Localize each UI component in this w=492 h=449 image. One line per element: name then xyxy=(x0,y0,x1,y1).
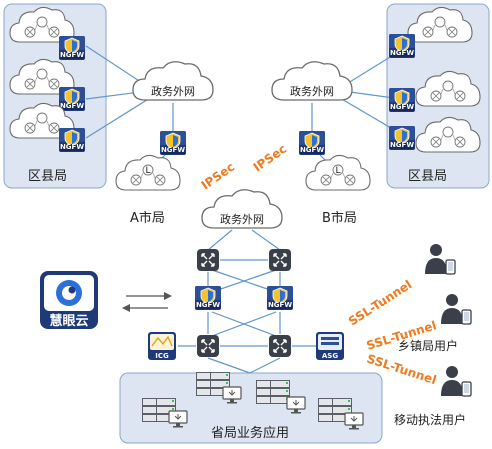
network-links xyxy=(85,45,409,374)
city-a-label: A市局 xyxy=(130,210,165,226)
ngfw-tag: NGFW xyxy=(268,301,292,309)
province-servers: 省局业务应用 xyxy=(142,372,364,441)
province-apps-label: 省局业务应用 xyxy=(211,425,289,441)
left-district-label: 区县局 xyxy=(28,169,67,184)
ipsec-left-label: IPSec xyxy=(199,160,237,193)
router-tag: L xyxy=(335,166,340,176)
mobile-users-label: 移动执法用户 xyxy=(394,412,466,427)
gov-net-center-label: 政务外网 xyxy=(220,212,264,226)
asg-device: ASG xyxy=(316,332,344,360)
ngfw-tag: NGFW xyxy=(196,301,220,309)
icg-tag: ICG xyxy=(155,352,169,360)
ngfw-tag: NGFW xyxy=(60,51,84,59)
gov-net-right-label: 政务外网 xyxy=(290,84,334,98)
ngfw-tag: NGFW xyxy=(390,103,414,111)
gov-net-left-label: 政务外网 xyxy=(151,84,195,98)
city-b-label: B市局 xyxy=(322,210,357,226)
city-a-network: L A市局 xyxy=(115,154,181,226)
remote-users: 乡镇局用户 移动执法用户 xyxy=(394,243,472,427)
router-tag: L xyxy=(145,166,150,176)
ngfw-tag: NGFW xyxy=(390,49,414,57)
gov-net-cloud-left: 政务外网 xyxy=(132,61,214,101)
right-district-label: 区县局 xyxy=(408,169,447,184)
gov-net-cloud-right: 政务外网 xyxy=(271,61,353,101)
icg-device: ICG xyxy=(148,332,176,360)
ngfw-tag: NGFW xyxy=(161,146,185,154)
city-b-network: L B市局 xyxy=(305,154,371,226)
ipsec-right-label: IPSec xyxy=(251,142,289,175)
core-network: NGFW NGFW xyxy=(194,248,294,358)
town-users-label: 乡镇局用户 xyxy=(398,338,458,353)
sync-arrows xyxy=(122,292,172,312)
huiyanyun-label: 慧眼云 xyxy=(49,313,88,329)
right-district-group: NGFW NGFW NGFW 区县局 xyxy=(388,6,481,184)
ngfw-tag: NGFW xyxy=(390,141,414,149)
asg-tag: ASG xyxy=(322,352,338,360)
ngfw-tag: NGFW xyxy=(60,143,84,151)
ngfw-tag: NGFW xyxy=(60,102,84,110)
ngfw-tag: NGFW xyxy=(300,146,324,154)
left-district-group: NGFW NGFW NGFW 区县局 xyxy=(9,6,86,184)
ssl-tunnel-1-label: SSL-Tunnel xyxy=(346,277,414,328)
city-b-firewall: NGFW xyxy=(298,130,326,156)
ssl-tunnels: SSL-Tunnel SSL-Tunnel SSL-Tunnel xyxy=(346,277,438,387)
city-a-firewall: NGFW xyxy=(159,130,187,156)
gov-net-cloud-center: 政务外网 xyxy=(201,189,283,229)
huiyanyun-logo: 慧眼云 xyxy=(40,271,98,329)
